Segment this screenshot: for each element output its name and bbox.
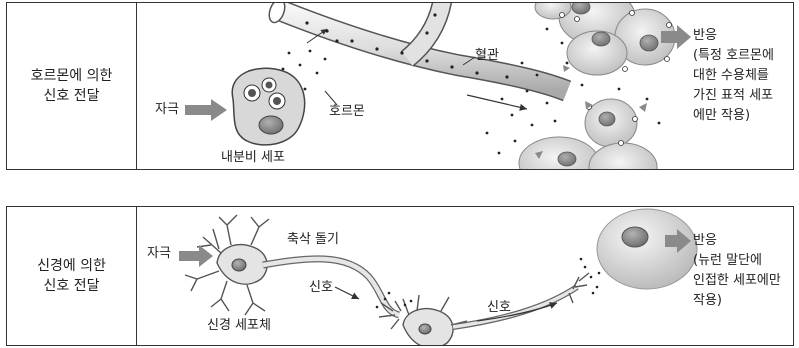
- hormone-diagram: [7, 3, 793, 169]
- neuron-2: [403, 295, 467, 345]
- endocrine-cell: [232, 68, 304, 145]
- hormone-signal-panel: 호르몬에 의한 신호 전달: [6, 2, 794, 170]
- hormone-response-text: 반응 (특정 호르몬에 대한 수용체를 가진 표적 세포 에만 작용): [693, 26, 774, 126]
- response-line: 가진 표적 세포: [693, 86, 774, 106]
- cell-body-label: 신경 세포체: [207, 317, 271, 335]
- neuron-1-nucleus: [232, 259, 246, 271]
- neural-stimulus-arrow: [179, 245, 213, 267]
- target-nucleus: [622, 227, 648, 247]
- endocrine-cell-label: 내분비 세포: [221, 149, 285, 167]
- neural-diagram: [7, 207, 793, 345]
- stimulus-arrow: [185, 99, 227, 121]
- neural-target-cell: [597, 209, 697, 289]
- neuron-1: [185, 215, 269, 315]
- neural-stimulus-label: 자극: [147, 245, 171, 263]
- neural-response-text: 반응 (뉴런 말단에 인접한 세포에만 작용): [693, 231, 781, 311]
- signal-label-2: 신호: [487, 299, 511, 317]
- signal-arrow-1: [335, 287, 359, 299]
- blood-vessel-label: 혈관: [475, 47, 499, 65]
- hormone-flow-arrow: [467, 95, 527, 109]
- stimulus-label: 자극: [155, 101, 179, 119]
- axon-2: [453, 287, 577, 327]
- response-title: 반응: [693, 231, 781, 251]
- neural-signal-panel: 신경에 의한 신호 전달: [6, 206, 794, 346]
- signal-label-1: 신호: [309, 279, 333, 297]
- axon-label: 축삭 돌기: [287, 231, 339, 249]
- response-line: 인접한 세포에만: [693, 271, 781, 291]
- response-line: 작용): [693, 291, 781, 311]
- response-title: 반응: [693, 26, 774, 46]
- response-line: 대한 수용체를: [693, 66, 774, 86]
- neuron-2-nucleus: [419, 324, 431, 334]
- response-line: (뉴런 말단에: [693, 251, 781, 271]
- response-line: (특정 호르몬에: [693, 46, 774, 66]
- response-line: 에만 작용): [693, 106, 774, 126]
- hormone-label: 호르몬: [329, 103, 365, 121]
